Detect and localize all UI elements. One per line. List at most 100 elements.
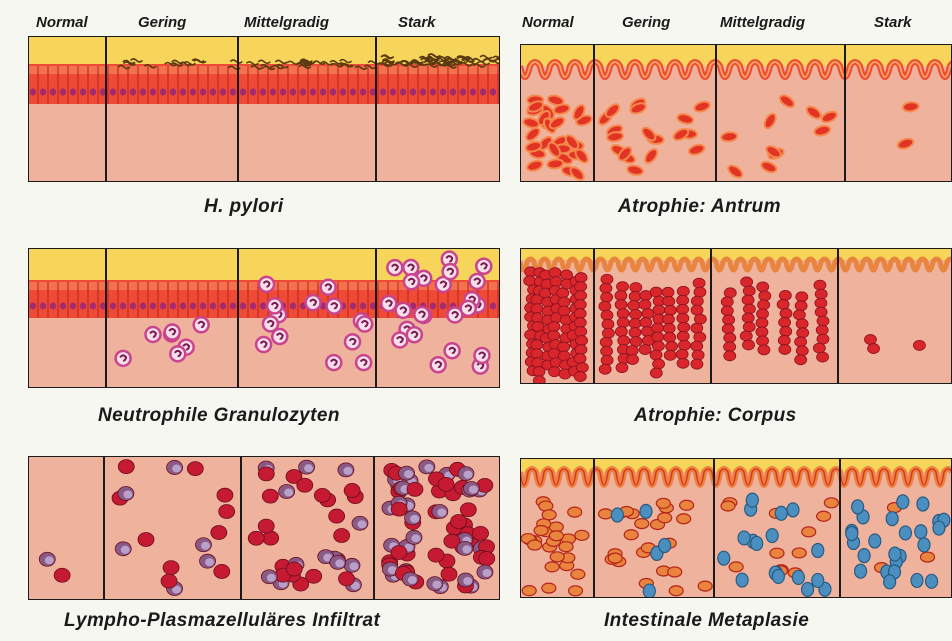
gastric-gland bbox=[571, 569, 585, 579]
oxyntic-gland-cell bbox=[653, 305, 665, 315]
lymphocyte-nucleus bbox=[121, 546, 130, 554]
cell-nucleus bbox=[80, 88, 86, 95]
lymphocyte-nucleus bbox=[45, 556, 54, 564]
cell-nucleus bbox=[40, 88, 46, 95]
lymphocyte-nucleus bbox=[408, 576, 417, 584]
oxyntic-gland-cell bbox=[677, 304, 689, 314]
oxyntic-gland-cell bbox=[758, 345, 770, 355]
oxyntic-gland-cell bbox=[742, 295, 754, 305]
oxyntic-gland-cell bbox=[549, 268, 561, 278]
neutrophil bbox=[326, 355, 341, 370]
gastric-gland bbox=[542, 510, 556, 520]
neutrophil bbox=[387, 260, 402, 275]
neutrophil bbox=[476, 259, 491, 274]
antral-gland bbox=[902, 101, 919, 112]
goblet-cell bbox=[926, 574, 938, 588]
neutrophil bbox=[345, 334, 360, 349]
oxyntic-gland-cell bbox=[816, 325, 828, 335]
goblet-cell bbox=[897, 495, 909, 509]
plasma-cell bbox=[161, 574, 177, 588]
oxyntic-gland-cell bbox=[626, 346, 638, 356]
lymphocyte-nucleus bbox=[463, 577, 472, 585]
lymphocyte-nucleus bbox=[201, 542, 210, 550]
oxyntic-gland-cell bbox=[692, 350, 704, 360]
oxyntic-gland-cell bbox=[691, 359, 703, 369]
plasma-cell bbox=[338, 572, 354, 586]
oxyntic-gland-cell bbox=[575, 327, 587, 337]
oxyntic-gland-cell bbox=[615, 291, 627, 301]
cell-nucleus bbox=[50, 302, 56, 309]
goblet-cell bbox=[899, 526, 911, 540]
gastric-gland bbox=[658, 513, 672, 523]
gastric-gland bbox=[680, 500, 694, 510]
plasma-cell bbox=[163, 561, 179, 575]
oxyntic-gland-cell bbox=[796, 292, 808, 302]
oxyntic-gland-cell bbox=[742, 313, 754, 323]
oxyntic-gland-cell bbox=[694, 332, 706, 342]
oxyntic-gland-cell bbox=[548, 322, 560, 332]
oxyntic-gland-cell bbox=[779, 344, 791, 354]
oxyntic-gland-cell bbox=[602, 328, 614, 338]
plasma-cell bbox=[54, 568, 70, 582]
cell-nucleus bbox=[390, 88, 396, 95]
goblet-cell bbox=[918, 538, 930, 552]
neutrophil bbox=[381, 296, 396, 311]
oxyntic-gland-cell bbox=[740, 331, 752, 341]
cell-nucleus bbox=[290, 88, 296, 95]
cell-nucleus bbox=[60, 88, 66, 95]
goblet-cell bbox=[640, 504, 652, 518]
plasma-cell bbox=[344, 483, 360, 497]
goblet-cell bbox=[772, 569, 784, 583]
oxyntic-gland-cell bbox=[691, 323, 703, 333]
plasma-cell bbox=[391, 546, 407, 560]
oxyntic-gland-cell bbox=[524, 276, 536, 286]
oxyntic-gland-cell bbox=[629, 328, 641, 338]
cell-nucleus bbox=[440, 88, 446, 95]
goblet-cell bbox=[852, 500, 864, 514]
goblet-cell bbox=[766, 529, 778, 543]
lymphocyte-nucleus bbox=[404, 470, 413, 478]
panel-neutrophile bbox=[28, 248, 506, 388]
cell-nucleus bbox=[490, 88, 496, 95]
goblet-cell bbox=[846, 527, 858, 541]
neutrophil bbox=[470, 274, 485, 289]
cell-nucleus bbox=[400, 88, 406, 95]
cell-nucleus bbox=[150, 88, 156, 95]
oxyntic-gland-cell bbox=[664, 305, 676, 315]
oxyntic-gland-cell bbox=[627, 355, 639, 365]
gastric-gland bbox=[635, 519, 649, 529]
oxyntic-gland-cell bbox=[576, 336, 588, 346]
oxyntic-gland-cell bbox=[721, 297, 733, 307]
cell-nucleus bbox=[90, 88, 96, 95]
lymphocyte-nucleus bbox=[304, 464, 313, 472]
goblet-cell bbox=[751, 536, 763, 550]
cell-nucleus bbox=[110, 88, 116, 95]
oxyntic-gland-cell bbox=[642, 309, 654, 319]
oxyntic-gland-cell bbox=[662, 314, 674, 324]
cell-nucleus bbox=[300, 88, 306, 95]
oxyntic-gland-cell bbox=[757, 336, 769, 346]
goblet-cell bbox=[933, 521, 945, 535]
oxyntic-gland-cell bbox=[630, 310, 642, 320]
goblet-cell bbox=[787, 503, 799, 517]
plasma-cell bbox=[391, 502, 407, 516]
gastric-gland bbox=[575, 530, 589, 540]
cell-nucleus bbox=[120, 88, 126, 95]
oxyntic-gland-cell bbox=[652, 323, 664, 333]
oxyntic-gland-cell bbox=[574, 354, 586, 364]
plasma-cell bbox=[297, 478, 313, 492]
oxyntic-gland-cell bbox=[617, 318, 629, 328]
title-intestinale-metaplasie: Intestinale Metaplasie bbox=[604, 610, 809, 632]
gastric-gland bbox=[824, 498, 838, 508]
neutrophil bbox=[170, 346, 185, 361]
cell-nucleus bbox=[160, 302, 166, 309]
neutrophil bbox=[461, 301, 476, 316]
oxyntic-gland-cell bbox=[795, 355, 807, 365]
cell-nucleus bbox=[430, 302, 436, 309]
oxyntic-gland-cell bbox=[576, 363, 588, 373]
cell-nucleus bbox=[190, 302, 196, 309]
oxyntic-gland-cell bbox=[757, 282, 769, 292]
cell-nucleus bbox=[70, 88, 76, 95]
cell-nucleus bbox=[360, 302, 366, 309]
